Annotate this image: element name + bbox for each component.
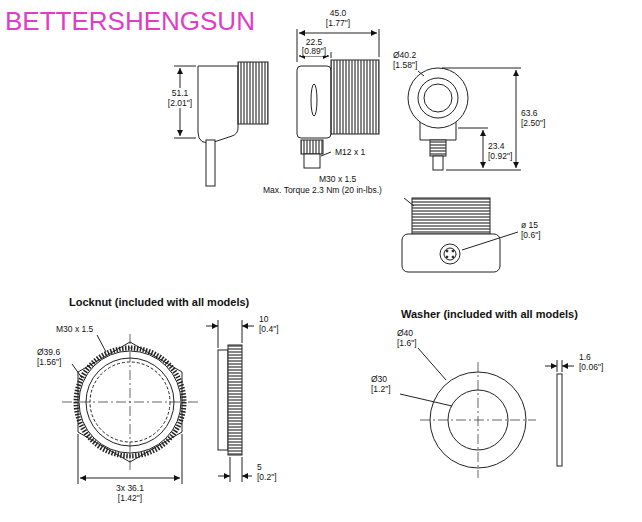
dimension-label: [1.6"]: [396, 338, 418, 348]
dimension-label: M30 x 1.5: [318, 174, 357, 184]
dimension-label: 5: [256, 462, 263, 472]
front-view: [408, 68, 521, 170]
connector-view: [402, 198, 518, 272]
locknut-front: [62, 334, 198, 484]
dimension-label: [0.06"]: [578, 362, 604, 372]
dimension-label: [2.01"]: [167, 98, 193, 108]
dimension-label: [2.50"]: [520, 118, 546, 128]
dimension-label: [1.58"]: [392, 60, 418, 70]
dimension-label: ø 15: [520, 220, 539, 230]
dimension-label: M12 x 1: [334, 147, 366, 157]
side-view: [174, 62, 268, 186]
side-view: [297, 29, 379, 168]
dimension-label: [1.56"]: [36, 357, 62, 367]
dimension-label: Ø40.2: [392, 50, 417, 60]
dimension-label: 10: [258, 314, 269, 324]
dimension-label: 45.0: [329, 8, 348, 18]
section-title: Locknut (included with all models): [68, 296, 250, 309]
dimension-label: [0.92"]: [487, 151, 513, 161]
dimension-label: 51.1: [171, 88, 190, 98]
dimension-label: 63.6: [520, 108, 539, 118]
dimension-label: [1.42"]: [117, 493, 143, 503]
dimension-label: 23.4: [487, 141, 506, 151]
dimension-label: [1.77"]: [325, 18, 351, 28]
dimension-label: [0.89"]: [301, 46, 327, 56]
dimension-label: [0.4"]: [258, 324, 280, 334]
washer: [400, 348, 574, 478]
dimension-label: [0.6"]: [520, 230, 542, 240]
locknut-side: [206, 320, 254, 482]
section-title: Washer (included with all models): [400, 308, 579, 321]
dimension-label: [0.2"]: [256, 472, 278, 482]
dimension-label: M30 x 1.5: [55, 324, 94, 334]
watermark: BETTERSHENGSUN: [4, 6, 256, 36]
dimension-label: 3x 36.1: [115, 483, 145, 493]
dimension-label: [1.2"]: [370, 384, 392, 394]
dimension-label: Max. Torque 2.3 Nm (20 in-lbs.): [262, 185, 383, 195]
dimension-label: 1.6: [578, 352, 592, 362]
dimension-label: Ø30: [370, 374, 388, 384]
dimension-label: Ø40: [396, 328, 414, 338]
dimension-label: Ø39.6: [36, 347, 61, 357]
